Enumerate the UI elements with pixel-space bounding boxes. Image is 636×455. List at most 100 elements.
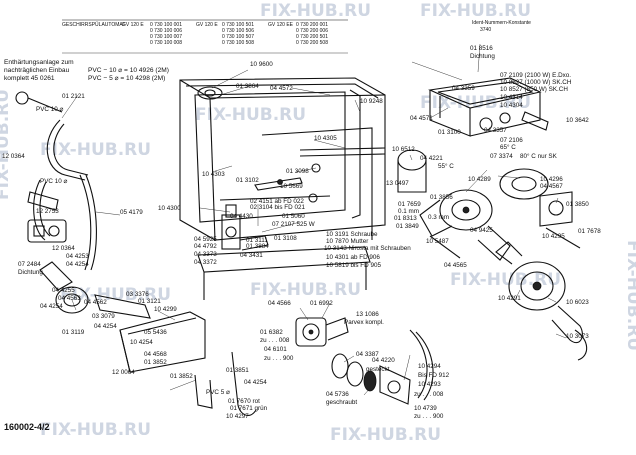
part-number-label: 01 3098: [286, 168, 309, 175]
install-note-line: komplett 45 0261: [4, 75, 55, 82]
part-number-label: 10 4739: [414, 405, 437, 412]
part-number-label: 10 4293: [418, 381, 441, 388]
part-number-label: 10 3143 Nirosta mit Schrauben: [324, 245, 411, 252]
part-number-label: 01 3852: [144, 359, 167, 366]
part-number-label: 10 4304: [500, 102, 523, 109]
part-number-label: 04 4566: [268, 300, 291, 307]
part-number-label: 02 4151 ab FD 022: [250, 198, 304, 205]
part-number-label: 13 0497: [386, 180, 409, 187]
part-number-label: 10 4295: [542, 233, 565, 240]
part-number-label: Bis FD 912: [418, 372, 450, 379]
part-number-label: 01 3100: [438, 129, 461, 136]
model-header: GESCHIRRSPÜLAUTOMAT GV 120 E 0 730 100 0…: [62, 19, 531, 54]
part-number-label: 01 7659: [398, 201, 421, 208]
install-note: Enthärtungsanlage zum nachträglichen Ein…: [4, 59, 169, 82]
pump-assembly: [295, 317, 434, 405]
part-number-label: 04 4563: [58, 295, 81, 302]
part-number-label: 04 4253: [66, 253, 89, 260]
header-code: 0 730 200 006: [296, 28, 328, 34]
part-number-label: zu . . . 008: [414, 391, 444, 398]
part-number-label: 01 8313: [394, 215, 417, 222]
part-number-label: 01 6382: [260, 329, 283, 336]
part-number-label: 12 0064: [112, 369, 135, 376]
part-number-label: 01 6992: [310, 300, 333, 307]
part-number-label: 10 6023: [566, 299, 589, 306]
part-number-label: 10 4296: [540, 176, 563, 183]
part-number-label: 10 3073: [566, 333, 589, 340]
part-number-label: 10 8527 (1000 W) SK.CH: [500, 79, 572, 86]
header-title: GESCHIRRSPÜLAUTOMAT: [62, 21, 125, 28]
part-number-label: 04 4571: [410, 115, 433, 122]
part-number-label: 13 1086: [356, 311, 379, 318]
part-number-label: 05 5436: [144, 329, 167, 336]
part-number-label: 0.3 mm: [428, 214, 449, 221]
part-number-label: 04 4254: [40, 303, 63, 310]
part-number-label: 07 2109 (2100 W) E.Dxo.: [500, 72, 571, 79]
heater-assembly: [428, 77, 549, 137]
part-number-label: 01 3111: [246, 237, 268, 244]
ident-value: 3740: [480, 27, 491, 33]
part-number-label: 04 3357: [484, 127, 507, 134]
watermark-text: FIX-HUB.RU: [330, 425, 441, 445]
watermark-text: FIX-HUB.RU: [420, 1, 531, 21]
part-number-label: 12 2753: [36, 208, 59, 215]
part-number-label: 12 0364: [2, 153, 25, 160]
part-number-label: zu . . . 900: [414, 413, 444, 420]
part-number-label: 10 4301 ab FD 906: [326, 254, 380, 261]
header-code: 0 730 100 506: [222, 28, 254, 34]
header-code: 0 730 100 508: [222, 40, 254, 46]
watermark-text: FIX-HUB.RU: [260, 1, 371, 21]
part-number-label: 10 4305: [314, 135, 337, 142]
header-model: GV 120 EE: [268, 22, 294, 28]
part-number-label: 03 3079: [92, 313, 115, 320]
header-model: GV 120 E: [122, 22, 144, 28]
part-number-label: 07 2107 525 W: [272, 221, 315, 228]
part-number-label: 04 4254: [244, 379, 267, 386]
leader-lines: [61, 43, 567, 396]
part-number-label: 10 4294: [418, 363, 441, 370]
part-number-label: zu . . . 008: [260, 337, 290, 344]
part-number-label: 10 4291: [498, 295, 521, 302]
header-code: 0 730 100 507: [222, 34, 254, 40]
part-number-label: 04 4254: [94, 323, 117, 330]
watermark-text: FIX-HUB.RU: [40, 420, 151, 440]
part-number-label: 03 3376: [126, 291, 149, 298]
part-number-label: 02 3104 bis FD 021: [250, 204, 305, 211]
part-number-label: 04 3373: [194, 251, 217, 258]
part-number-label: 01 3884: [246, 243, 269, 250]
part-number-label: 04 4572: [270, 85, 293, 92]
part-number-label: Parvex kompl.: [344, 319, 384, 326]
part-number-label: geschraubt: [326, 399, 357, 406]
part-number-label: PVC 10 ⌀: [36, 106, 63, 113]
watermark-text: FIX-HUB.RU: [40, 140, 151, 160]
part-number-label: 10 5487: [426, 238, 449, 245]
part-number-label: 04 4792: [194, 243, 217, 250]
part-number-label: Dichtung: [18, 269, 43, 276]
watermark-text: FIX-HUB.RU: [623, 240, 636, 351]
part-number-label: 04 6101: [264, 346, 287, 353]
part-number-label: 01 2121: [62, 93, 85, 100]
part-number-label: 01 3108: [274, 235, 297, 242]
part-number-label: 04 4220: [372, 357, 395, 364]
part-number-label: 01 7671 grün: [230, 405, 268, 412]
part-number-label: 10 9248: [360, 98, 383, 105]
part-number-label: 80° C nur SK: [520, 152, 558, 160]
pvc5-note: PVC − 5 ⌀ = 10 4298 (2M): [88, 75, 165, 82]
part-number-label: 04 4562: [84, 299, 107, 306]
part-number-label: 01 3850: [566, 201, 589, 208]
part-number-label: 10 4254: [130, 339, 153, 346]
part-number-label: 01 3856: [430, 194, 453, 201]
part-number-label: 01 3851: [226, 367, 249, 374]
part-number-label: 01 3864: [236, 83, 259, 90]
part-number-label: 01 3852: [170, 373, 193, 380]
hose-assembly: [15, 91, 257, 416]
watermark-text: FIX-HUB.RU: [250, 280, 361, 300]
part-number-label: 65° C: [500, 143, 516, 151]
part-number-label: 10 4314: [500, 94, 523, 101]
part-number-label: 07 2106: [500, 137, 523, 144]
part-number-label: 12 0364: [52, 245, 75, 252]
part-number-label: 55° C: [438, 162, 454, 170]
header-model: GV 120 E: [196, 22, 218, 28]
part-number-label: 04 4221: [420, 155, 443, 162]
